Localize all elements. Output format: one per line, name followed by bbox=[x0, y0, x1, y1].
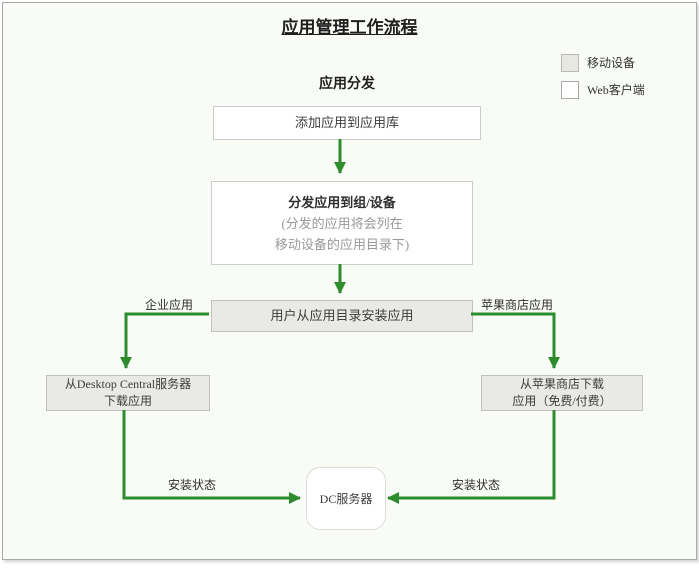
node-distribute-title: 分发应用到组/设备 bbox=[288, 194, 396, 210]
node-download-appstore-line1: 从苹果商店下载 bbox=[519, 377, 604, 391]
node-distribute-note-line1: (分发的应用将会列在 bbox=[281, 215, 403, 231]
section-subtitle-app-distribution: 应用分发 bbox=[319, 77, 375, 92]
edge-label-install-status-right: 安装状态 bbox=[451, 478, 500, 492]
legend-item-web-client: Web客户端 bbox=[561, 80, 645, 99]
legend-label-web-client: Web客户端 bbox=[587, 83, 645, 97]
arrow-applestore-branch bbox=[471, 312, 560, 369]
node-download-appstore-line2: 应用（免费/付费） bbox=[512, 394, 612, 408]
edge-label-install-status-left: 安装状态 bbox=[167, 478, 216, 492]
node-download-dc-line2: 下载应用 bbox=[103, 394, 152, 408]
web-client-swatch-icon bbox=[561, 80, 579, 99]
node-install-catalog-label: 用户从应用目录安装应用 bbox=[270, 308, 414, 323]
diagram-title: 应用管理工作流程 bbox=[281, 18, 418, 37]
edge-label-enterprise-app: 企业应用 bbox=[144, 298, 193, 312]
node-download-dc-line1: 从Desktop Central服务器 bbox=[64, 377, 192, 391]
node-distribute-app-to-group: 分发应用到组/设备 (分发的应用将会列在 移动设备的应用目录下) bbox=[211, 181, 473, 265]
node-dc-server: DC服务器 bbox=[306, 467, 386, 530]
node-install-from-app-catalog: 用户从应用目录安装应用 bbox=[211, 300, 473, 332]
mobile-device-swatch-icon bbox=[561, 53, 579, 72]
node-add-app-label: 添加应用到应用库 bbox=[294, 115, 399, 130]
legend-item-mobile-device: 移动设备 bbox=[561, 53, 645, 72]
node-download-from-desktop-central: 从Desktop Central服务器 下载应用 bbox=[46, 375, 210, 411]
legend-label-mobile-device: 移动设备 bbox=[587, 56, 636, 70]
arrow-enterprise-branch bbox=[120, 312, 209, 369]
node-add-app-to-repository: 添加应用到应用库 bbox=[213, 106, 481, 140]
node-dc-server-label: DC服务器 bbox=[319, 491, 373, 506]
edge-label-apple-store-app: 苹果商店应用 bbox=[480, 298, 553, 312]
node-distribute-note-line2: 移动设备的应用目录下) bbox=[274, 236, 410, 252]
diagram-panel: 应用管理工作流程 移动设备 Web客户端 应用分发 添加应用到应用库 分发应用到… bbox=[2, 2, 697, 560]
legend: 移动设备 Web客户端 bbox=[561, 53, 645, 107]
node-download-from-apple-store: 从苹果商店下载 应用（免费/付费） bbox=[481, 375, 643, 411]
